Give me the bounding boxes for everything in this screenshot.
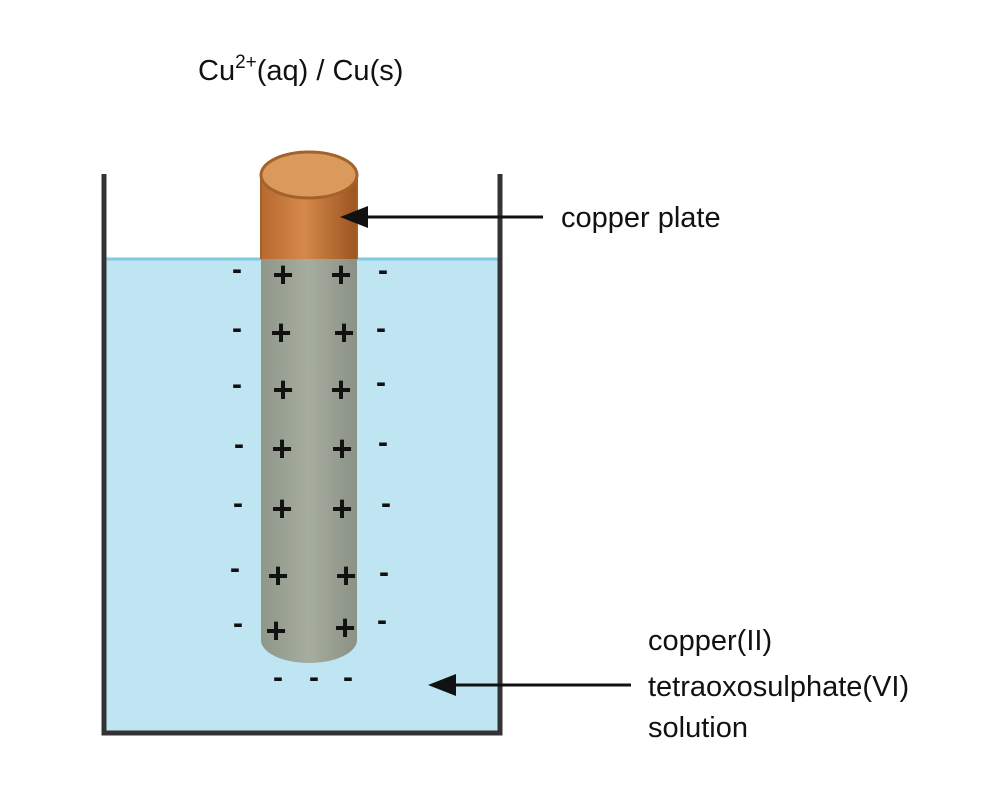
positive-charge: + <box>270 312 291 353</box>
negative-charge: - <box>230 552 240 585</box>
positive-charge: + <box>335 555 356 596</box>
negative-charge: - <box>273 661 283 694</box>
copper-plate-top <box>259 150 359 200</box>
positive-charge: + <box>334 607 355 648</box>
negative-charge: - <box>343 661 353 694</box>
arrow-head-icon <box>340 206 368 228</box>
solution-pointer <box>428 674 631 696</box>
positive-charge: + <box>333 312 354 353</box>
positive-charge: + <box>330 254 351 295</box>
positive-charge: + <box>271 488 292 529</box>
copper-plate-label: copper plate <box>561 202 721 234</box>
negative-charge: - <box>233 487 243 520</box>
beaker <box>101 174 503 736</box>
diagram-title: Cu2+(aq) / Cu(s) <box>198 52 403 87</box>
solution-label-line2: tetraoxosulphate(VI) <box>648 671 909 703</box>
copper-plate-pointer <box>340 206 543 228</box>
negative-charge: - <box>381 487 391 520</box>
negative-charge: - <box>378 254 388 287</box>
negative-charge: - <box>234 428 244 461</box>
positive-charge: + <box>271 428 292 469</box>
negative-charge: - <box>232 312 242 345</box>
negative-charge: - <box>309 661 319 694</box>
negative-charge: - <box>379 556 389 589</box>
negative-charge: - <box>376 366 386 399</box>
arrow-head-icon <box>428 674 456 696</box>
positive-charge: + <box>272 254 293 295</box>
positive-charge: + <box>265 610 286 651</box>
negative-charges: - - - - - - - - - - - - - - - - - <box>230 253 391 694</box>
positive-charge: + <box>331 488 352 529</box>
positive-charge: + <box>330 369 351 410</box>
negative-charge: - <box>233 607 243 640</box>
negative-charge: - <box>232 368 242 401</box>
negative-charge: - <box>232 253 242 286</box>
negative-charge: - <box>377 604 387 637</box>
positive-charge: + <box>331 428 352 469</box>
copper-plate-submerged <box>261 259 357 663</box>
solution-label-line1: copper(II) <box>648 625 772 657</box>
positive-charge: + <box>267 555 288 596</box>
positive-charge: + <box>272 369 293 410</box>
positive-charges: + + + + + + + + + + + + + + <box>265 254 356 651</box>
negative-charge: - <box>376 312 386 345</box>
negative-charge: - <box>378 426 388 459</box>
copper-plate <box>259 150 359 663</box>
solution-label-line3: solution <box>648 712 748 744</box>
